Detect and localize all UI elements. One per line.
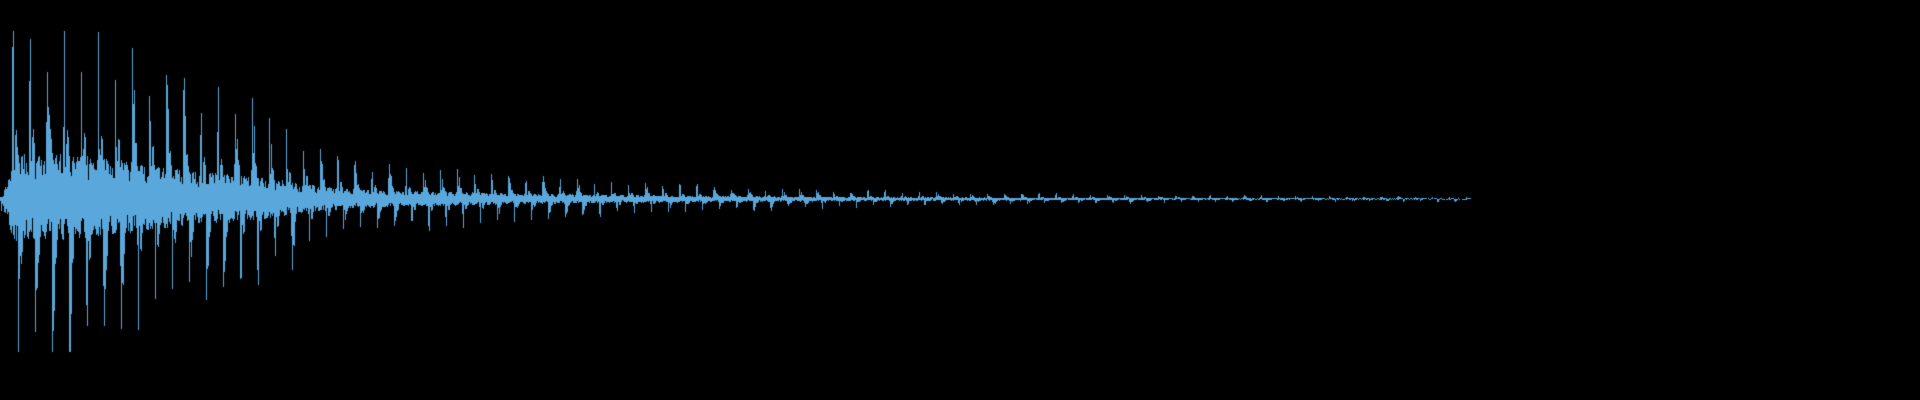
waveform-panel: [0, 0, 1920, 400]
audio-waveform-canvas: [0, 0, 1920, 400]
